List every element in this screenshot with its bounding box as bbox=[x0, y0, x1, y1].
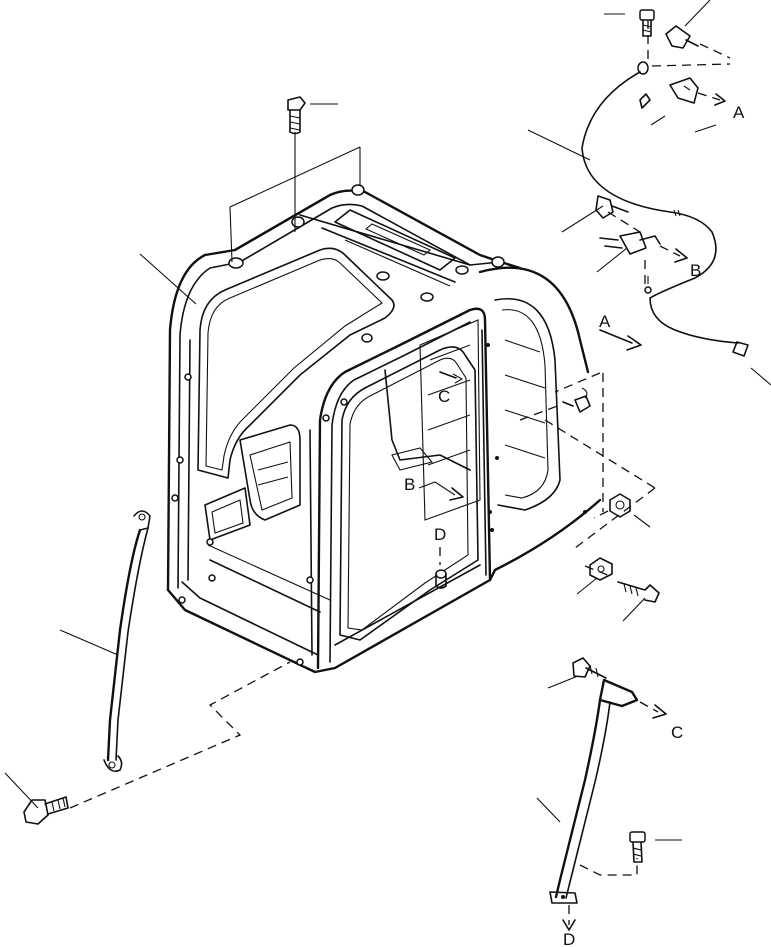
leader-lines bbox=[4, 0, 771, 841]
top-right-parts bbox=[581, 9, 749, 357]
assembly-lines bbox=[69, 20, 731, 876]
label-b-interior: B bbox=[404, 475, 415, 494]
label-c-lower: C bbox=[671, 723, 683, 742]
interior-arrows bbox=[418, 481, 464, 565]
label-c-interior: C bbox=[438, 387, 450, 406]
label-d-lower: D bbox=[563, 930, 575, 947]
cab-frame bbox=[166, 184, 602, 674]
label-a-upper: A bbox=[733, 103, 745, 122]
left-stay-rod bbox=[23, 510, 151, 825]
label-d-interior: D bbox=[434, 525, 446, 544]
rear-mount-parts bbox=[562, 329, 660, 603]
label-b-upper: B bbox=[690, 261, 701, 280]
callout-letters: A A B B C C D D bbox=[404, 103, 745, 947]
lower-right-stay-rod bbox=[549, 657, 667, 931]
top-center-bolt bbox=[229, 96, 361, 263]
label-a-side: A bbox=[599, 312, 611, 331]
